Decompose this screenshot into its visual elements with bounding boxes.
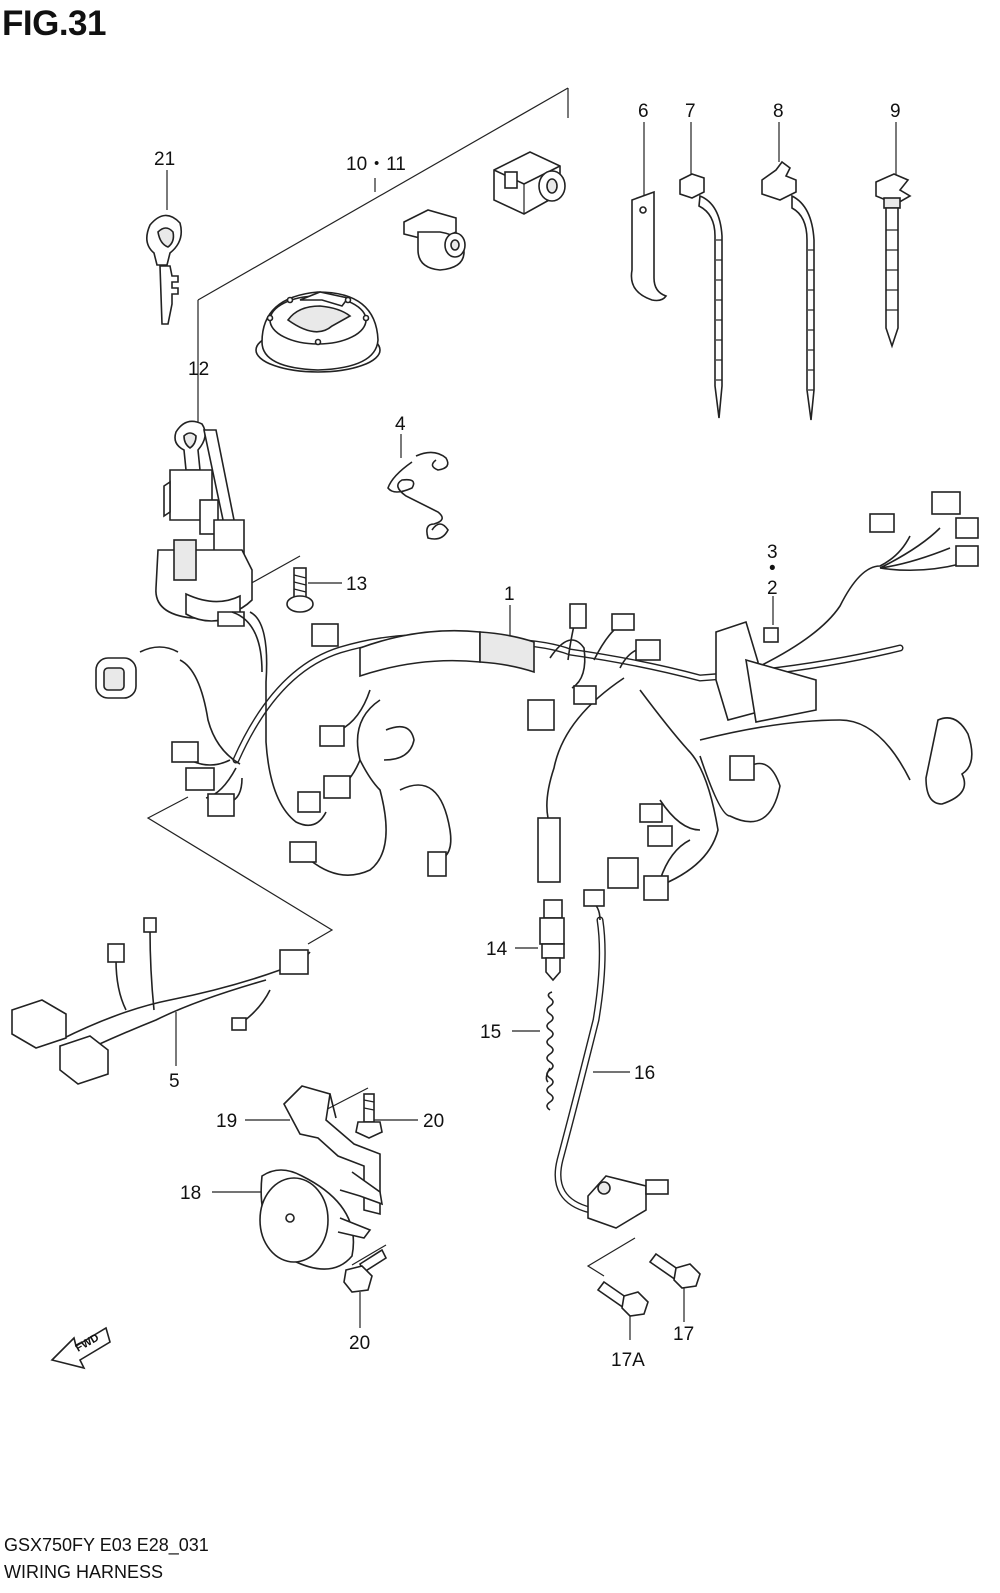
- sub-wiring-harness: [11, 917, 311, 1085]
- callout-4: 4: [395, 414, 406, 435]
- callout-17a: 17A: [611, 1350, 645, 1371]
- callout-15: 15: [480, 1022, 501, 1043]
- clamp-6-icon: [630, 190, 668, 302]
- callout-14: 14: [486, 939, 508, 960]
- cable-tie-8-icon: [761, 160, 815, 421]
- horn-icon: [259, 1169, 372, 1270]
- ignition-switch-icon: [155, 420, 253, 627]
- seat-lock-icon: [403, 209, 466, 271]
- bolt-17-icon: [648, 1252, 701, 1289]
- callout-13: 13: [346, 574, 367, 595]
- figure-title: FIG.31: [2, 4, 106, 43]
- callout-3: 3: [767, 542, 778, 563]
- brake-switch-icon: [539, 899, 565, 982]
- fuel-cap-icon: [255, 291, 381, 373]
- callout-21: 21: [154, 149, 175, 170]
- model-code: GSX750FY E03 E28_031: [4, 1535, 209, 1555]
- leader-lines: [146, 87, 897, 1340]
- callout-1: 1: [504, 584, 515, 605]
- callout-5: 5: [169, 1071, 180, 1092]
- horn-bracket-icon: [283, 1085, 384, 1216]
- bolt-20-lower-icon: [343, 1248, 388, 1293]
- callout-20-lower: 20: [349, 1333, 370, 1354]
- cable-tie-7-icon: [679, 173, 723, 419]
- main-wiring-harness: [95, 491, 979, 901]
- callout-16: 16: [634, 1063, 655, 1084]
- callout-7: 7: [685, 101, 696, 122]
- callout-dot: •: [769, 558, 776, 579]
- cable-tie-9-icon: [875, 173, 912, 349]
- callout-2: 2: [767, 578, 778, 599]
- bolt-20-upper-icon: [355, 1093, 383, 1139]
- steering-lock-icon: [493, 151, 566, 215]
- side-stand-switch-lead: [554, 889, 669, 1229]
- callout-19: 19: [216, 1111, 237, 1132]
- spring-icon: [545, 991, 554, 1111]
- callout-labels: 21 10・11 6 7 8 9 12 4 3 • 2 13 1 14 15 1…: [154, 101, 901, 1371]
- key-icon: [146, 214, 183, 325]
- callout-10-11: 10・11: [346, 154, 406, 175]
- forward-arrow-icon: FWD: [50, 1326, 111, 1370]
- callout-17: 17: [673, 1324, 694, 1345]
- callout-18: 18: [180, 1183, 201, 1204]
- bolt-17a-icon: [596, 1280, 649, 1317]
- callout-8: 8: [773, 101, 784, 122]
- callout-6: 6: [638, 101, 649, 122]
- callout-12: 12: [188, 359, 209, 380]
- section-name: WIRING HARNESS: [4, 1562, 164, 1582]
- callout-20-upper: 20: [423, 1111, 444, 1132]
- screw-13-icon: [286, 567, 314, 613]
- callout-9: 9: [890, 101, 901, 122]
- spring-clip-icon: [387, 451, 449, 540]
